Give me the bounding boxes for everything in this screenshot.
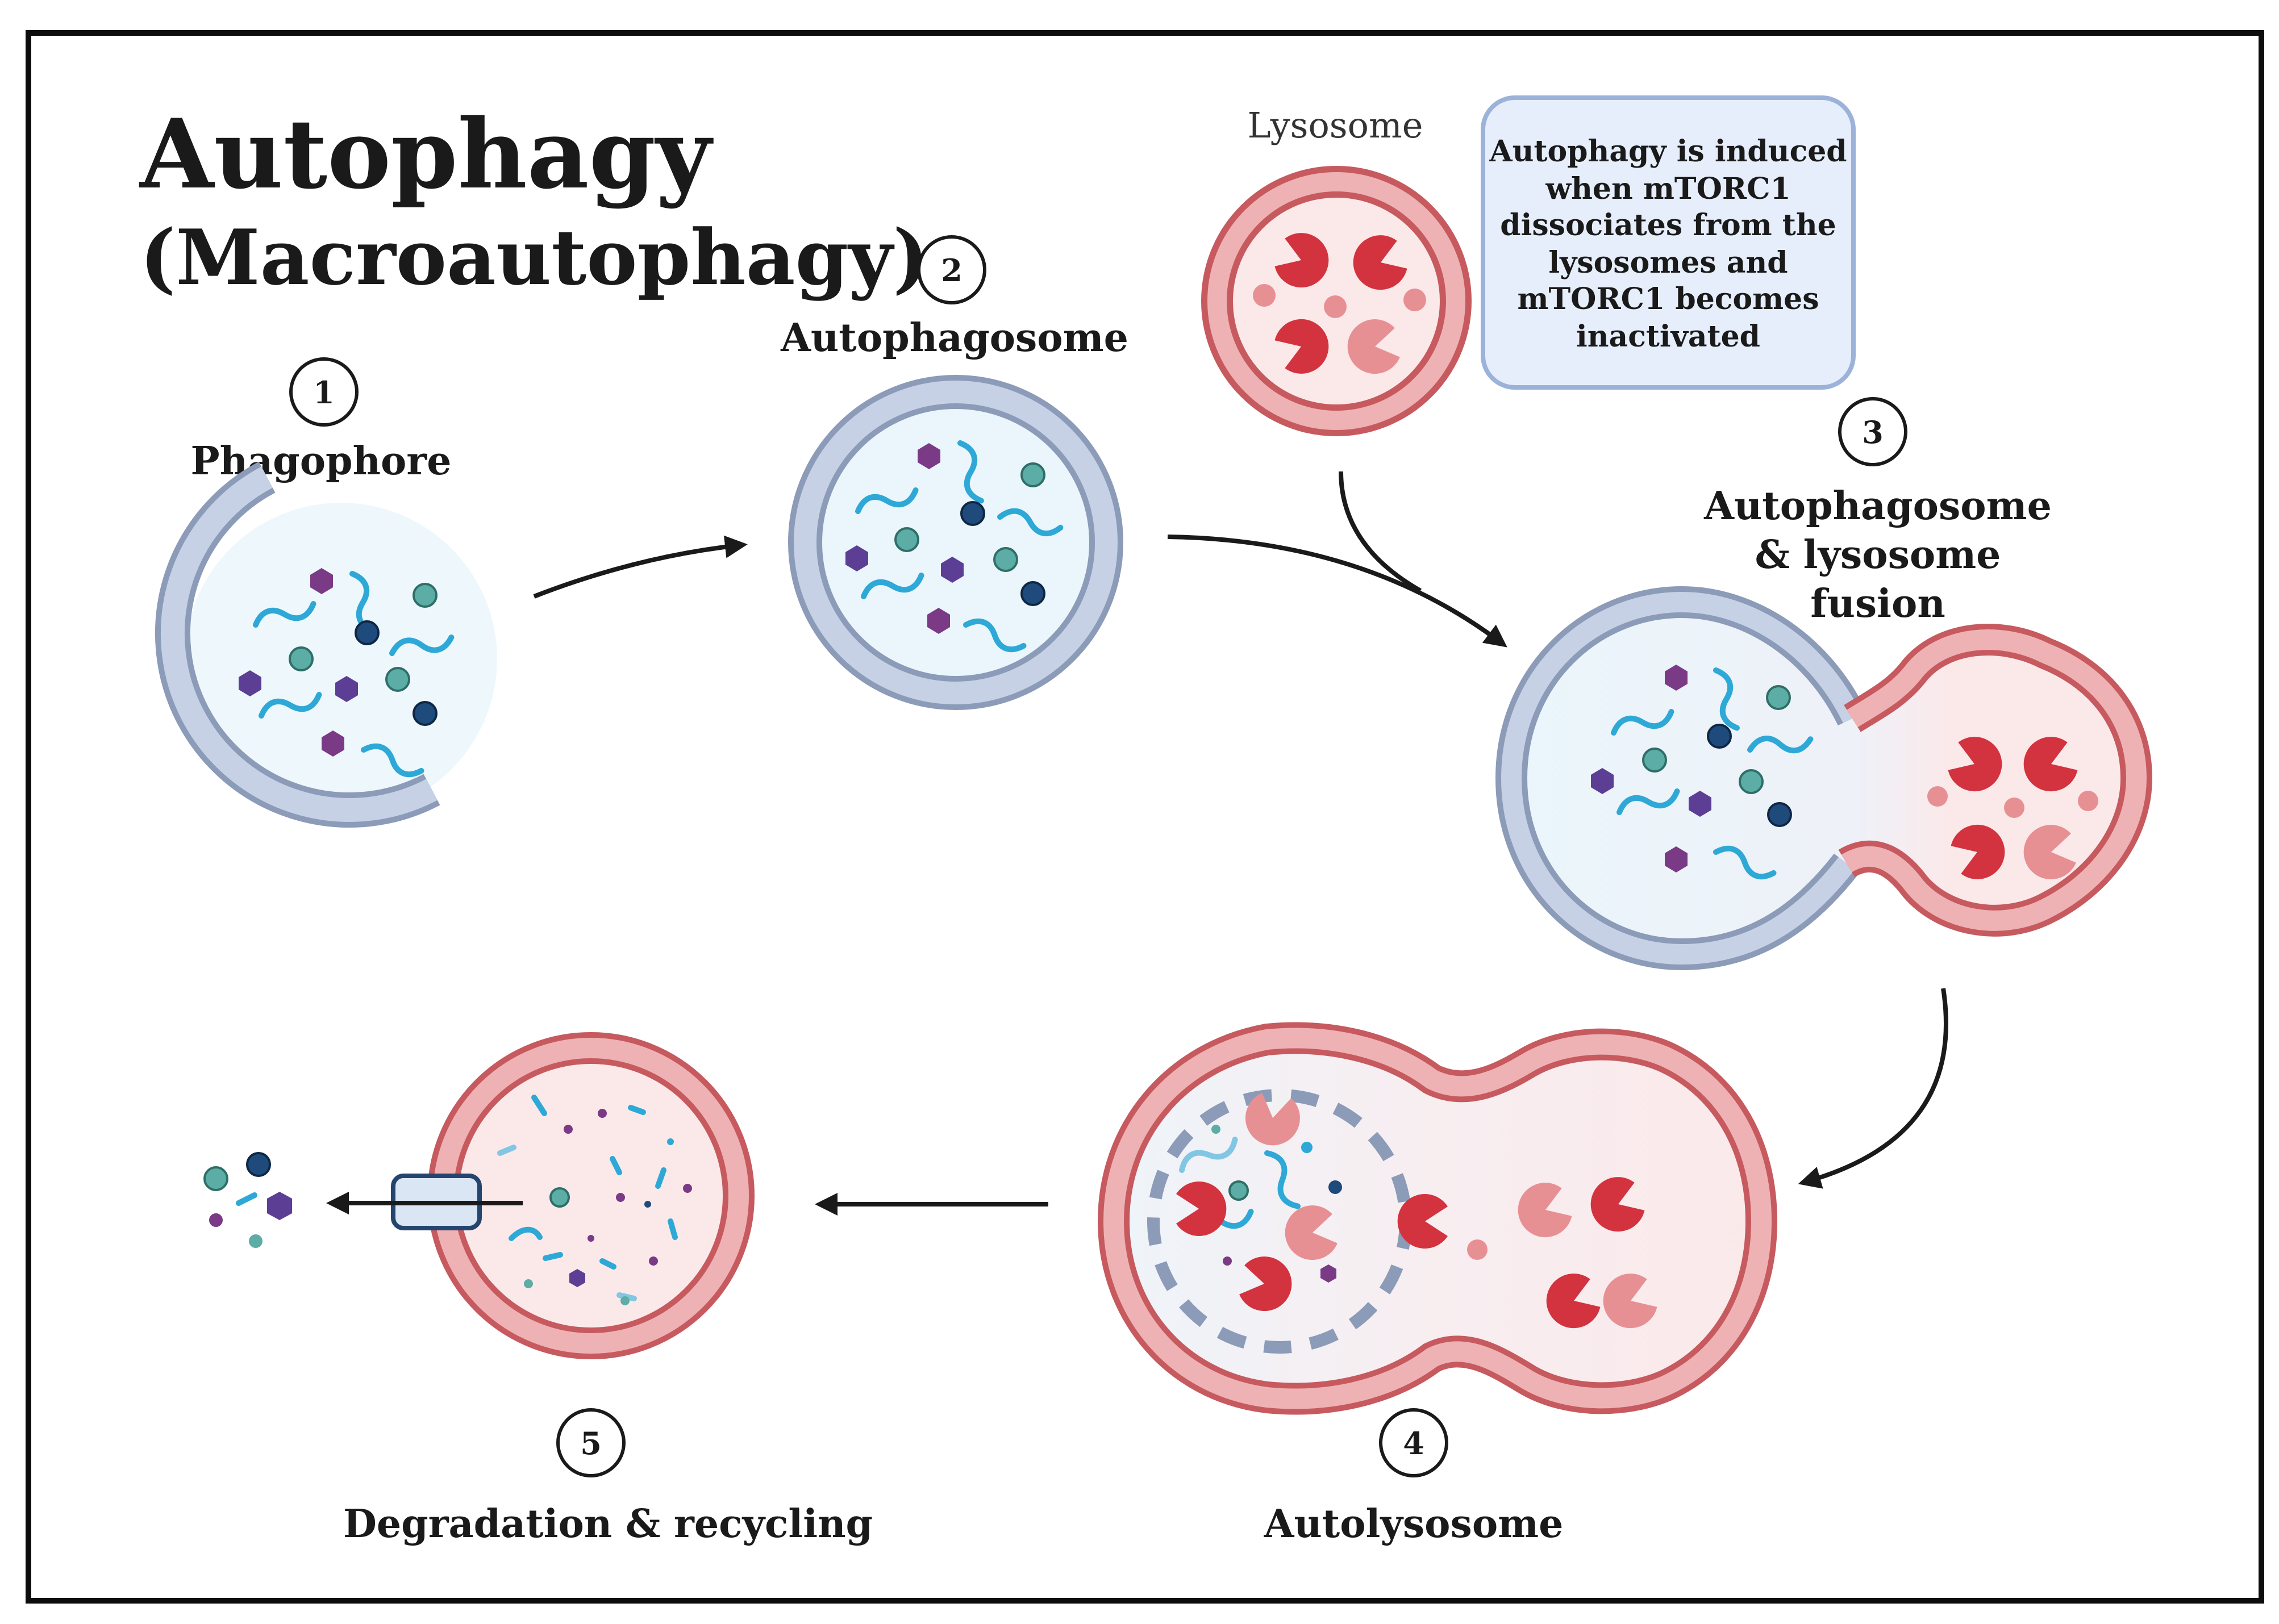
step-2-marker: 2 (917, 235, 986, 304)
step-5-number: 5 (580, 1425, 602, 1462)
step-3-label-line-1: Autophagosome (1703, 483, 2052, 529)
autolysosome (1097, 1022, 1778, 1415)
step-4-number: 4 (1403, 1425, 1424, 1462)
arrow-fusion-to-autolysosome (1798, 988, 1948, 1189)
step-1-label: Phagophore (191, 439, 452, 484)
autophagosome-cargo (845, 440, 1062, 654)
arrow-phagophore-to-autophagosome (533, 535, 748, 599)
lysosome-enzymes (1253, 227, 1426, 380)
note-line-4: lysosomes and (1548, 245, 1788, 280)
released-molecules (203, 1152, 292, 1248)
fusion-vesicle (1495, 586, 2153, 971)
lysosome-label: Lysosome (1248, 105, 1423, 146)
lysosome (1201, 166, 1472, 436)
phagophore-cargo (239, 568, 453, 779)
note-line-1: Autophagy is induced (1489, 134, 1847, 169)
step-2-label: Autophagosome (780, 315, 1128, 361)
note-line-5: mTORC1 becomes (1517, 282, 1819, 316)
step-3-marker: 3 (1838, 397, 1907, 466)
step-3-label-line-3: fusion (1810, 581, 1945, 627)
step-5-marker: 5 (556, 1408, 626, 1477)
degradation-lysosome (427, 1032, 755, 1359)
arrow-lysosome-to-fusion (1339, 471, 1422, 593)
note-line-2: when mTORC1 (1545, 172, 1790, 206)
step-3-label-line-2: & lysosome (1755, 532, 2001, 578)
page-title: Autophagy (139, 98, 714, 210)
step-4-marker: 4 (1379, 1408, 1448, 1477)
page-subtitle: (Macroautophagy) (140, 212, 929, 302)
fusion-cargo (1591, 665, 1812, 881)
step-1-number: 1 (313, 374, 335, 411)
step-3-number: 3 (1862, 414, 1884, 450)
note-line-3: dissociates from the (1500, 208, 1836, 243)
note-line-6: inactivated (1576, 319, 1760, 354)
autolysosome-contents (1176, 1091, 1662, 1336)
autophagosome (788, 375, 1123, 710)
step-5-label: Degradation & recycling (343, 1501, 873, 1547)
step-4-label: Autolysosome (1264, 1501, 1564, 1547)
phagophore (155, 461, 497, 828)
degraded-fragments (497, 1095, 692, 1305)
fusion-enzymes (1927, 730, 2098, 886)
arrow-autophagosome-to-fusion (1167, 535, 1507, 648)
step-1-marker: 1 (289, 357, 359, 427)
step-2-number: 2 (941, 252, 963, 289)
mtorc1-note: Autophagy is induced when mTORC1 dissoci… (1481, 95, 1856, 390)
